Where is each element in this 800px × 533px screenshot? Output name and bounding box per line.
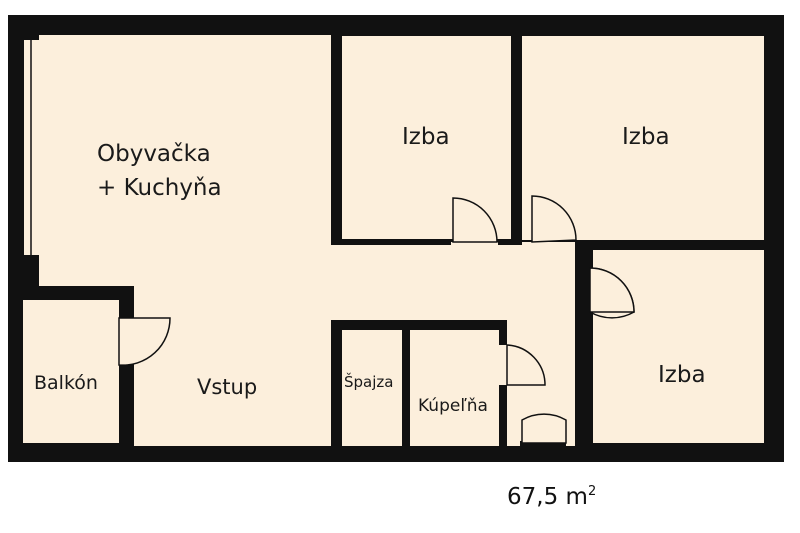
bedroom-1-label: Izba [402, 124, 450, 150]
pantry-label: Špajza [344, 372, 393, 391]
balcony-label: Balkón [34, 372, 98, 394]
bedroom-2-label: Izba [622, 124, 670, 150]
bedroom-3-label: Izba [658, 362, 706, 388]
floor-area-value: 67,5 m [507, 484, 588, 510]
window [8, 40, 39, 286]
living-room-label-line2: + Kuchyňa [97, 175, 222, 201]
doors [118, 195, 635, 444]
floor-area-label: 67,5 m2 [507, 484, 596, 510]
interior-walls [8, 35, 764, 446]
floor-area-unit-exponent: 2 [587, 484, 597, 499]
living-room-label-line1: Obyvačka [97, 141, 211, 167]
entrance-label: Vstup [197, 375, 257, 399]
bathroom-label: Kúpeľňa [418, 396, 488, 416]
